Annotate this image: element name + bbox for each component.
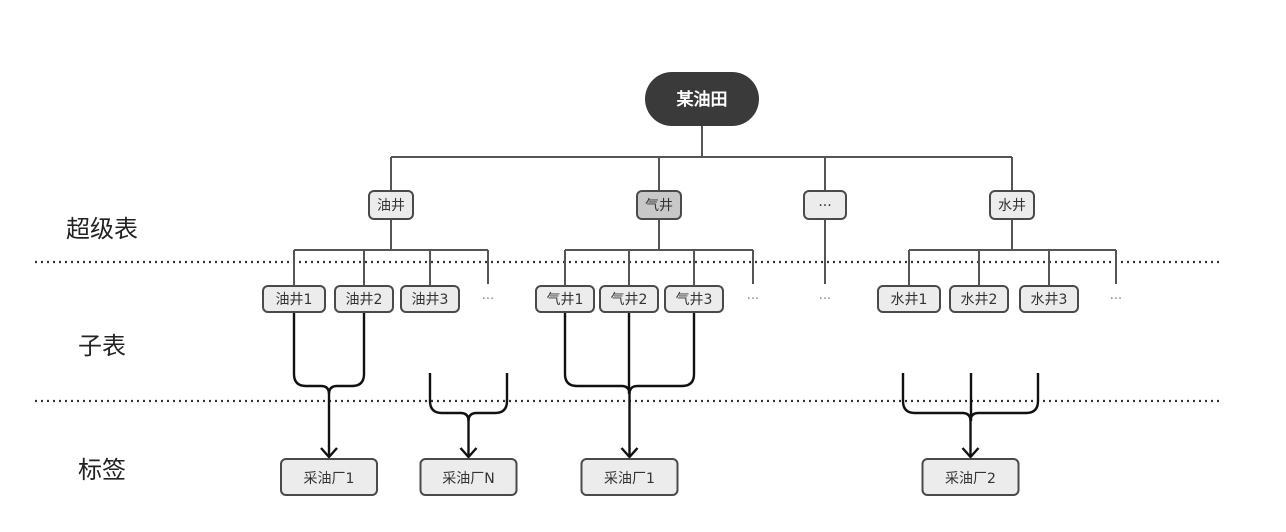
sub-table-water-2[interactable]: 水井2 — [949, 285, 1009, 313]
tag-node-4-box — [921, 458, 1020, 496]
flow-to-tag-2 — [428, 373, 509, 459]
ellipsis-more-subs: ··· — [819, 292, 831, 307]
sub-table-water-2-box — [949, 285, 1009, 313]
super-table-more[interactable]: ··· — [803, 190, 847, 220]
row-label-super-table: 超级表 — [66, 215, 138, 243]
sub-table-oil-1-label: 油井1 — [276, 292, 313, 308]
sub-table-oil-3-box — [400, 285, 460, 313]
tag-node-3[interactable]: 采油厂1 — [580, 458, 679, 496]
super-table-gas[interactable]: 气井 — [636, 190, 682, 220]
root-node-label: 某油田 — [677, 89, 728, 110]
ellipsis-oil-subs: ··· — [482, 292, 494, 307]
sub-table-gas-2[interactable]: 气井2 — [599, 285, 659, 313]
super-table-oil-box — [368, 190, 414, 220]
sub-table-water-3-box — [1019, 285, 1079, 313]
flow-to-tag-1-arrowhead — [320, 447, 338, 459]
tag-node-2-label: 采油厂N — [442, 471, 494, 487]
tag-node-2-box — [419, 458, 518, 496]
super-table-oil-label: 油井 — [377, 198, 405, 214]
flow-to-tag-4 — [901, 373, 1040, 459]
tag-node-2[interactable]: 采油厂N — [419, 458, 518, 496]
row-label-sub-table: 子表 — [78, 332, 126, 360]
sub-table-gas-2-label: 气井2 — [611, 292, 648, 308]
tag-node-1[interactable]: 采油厂1 — [280, 458, 378, 496]
sub-table-gas-3[interactable]: 气井3 — [664, 285, 724, 313]
super-table-more-box — [803, 190, 847, 220]
sub-table-gas-1-box — [535, 285, 595, 313]
sub-table-water-1[interactable]: 水井1 — [877, 285, 941, 313]
flow-to-tag-3 — [563, 312, 696, 459]
sub-table-gas-2-box — [599, 285, 659, 313]
sub-table-oil-3[interactable]: 油井3 — [400, 285, 460, 313]
sub-table-water-2-label: 水井2 — [961, 292, 998, 308]
super-table-water-label: 水井 — [998, 198, 1026, 214]
sub-table-gas-1-label: 气井1 — [547, 292, 584, 308]
sub-table-gas-1[interactable]: 气井1 — [535, 285, 595, 313]
row-label-tag: 标签 — [78, 456, 126, 484]
sub-table-gas-3-box — [664, 285, 724, 313]
ellipsis-water-subs: ··· — [1110, 292, 1122, 307]
sub-table-oil-2[interactable]: 油井2 — [334, 285, 394, 313]
tag-node-3-box — [580, 458, 679, 496]
tag-node-3-label: 采油厂1 — [604, 471, 655, 487]
sub-table-oil-3-label: 油井3 — [412, 292, 449, 308]
root-node-box — [645, 72, 759, 126]
sub-table-water-1-label: 水井1 — [891, 292, 928, 308]
super-table-gas-box — [636, 190, 682, 220]
super-table-water-box — [989, 190, 1035, 220]
root-node[interactable]: 某油田 — [645, 72, 759, 126]
sub-table-oil-1[interactable]: 油井1 — [262, 285, 326, 313]
tag-node-1-box — [280, 458, 378, 496]
tag-node-4-label: 采油厂2 — [945, 471, 996, 487]
flow-to-tag-2-arrowhead — [459, 447, 478, 459]
super-table-water[interactable]: 水井 — [989, 190, 1035, 220]
tag-node-1-label: 采油厂1 — [304, 471, 355, 487]
sub-table-gas-3-label: 气井3 — [676, 292, 713, 308]
super-table-oil[interactable]: 油井 — [368, 190, 414, 220]
sub-table-water-3-label: 水井3 — [1031, 292, 1068, 308]
super-table-more-label: ··· — [818, 198, 831, 214]
sub-table-oil-1-box — [262, 285, 326, 313]
flow-to-tag-4-arrowhead — [961, 447, 980, 459]
sub-table-oil-2-label: 油井2 — [346, 292, 383, 308]
tag-flows — [292, 312, 1040, 459]
sub-table-water-1-box — [877, 285, 941, 313]
ellipsis-gas-subs: ··· — [747, 292, 759, 307]
flow-to-tag-3-arrowhead — [620, 447, 639, 459]
flow-to-tag-1 — [292, 312, 366, 459]
super-table-gas-label: 气井 — [645, 198, 673, 214]
sub-table-water-3[interactable]: 水井3 — [1019, 285, 1079, 313]
sub-table-oil-2-box — [334, 285, 394, 313]
tag-node-4[interactable]: 采油厂2 — [921, 458, 1020, 496]
tree-edges — [293, 126, 1117, 286]
